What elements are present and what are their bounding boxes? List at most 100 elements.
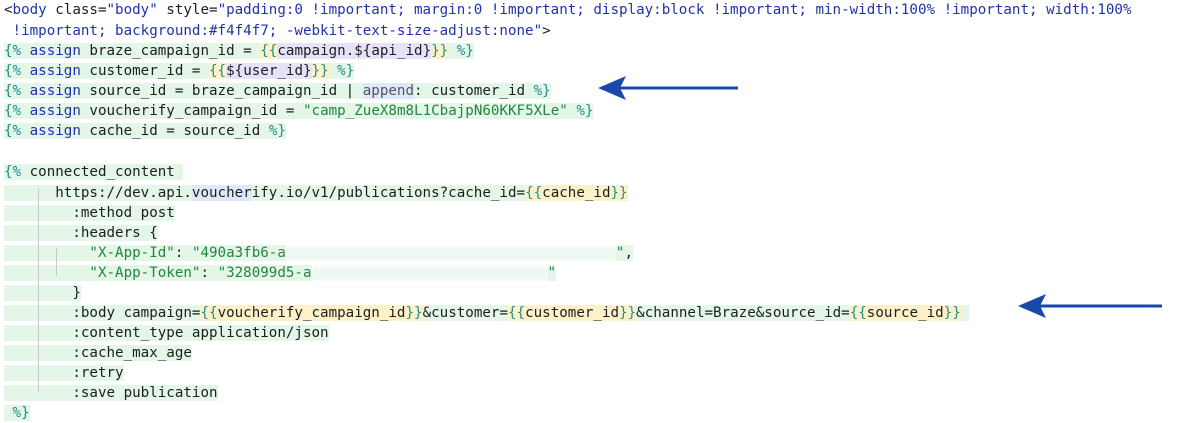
code-token: {% bbox=[4, 63, 22, 79]
code-token: :method post bbox=[4, 205, 175, 221]
code-token: !important; background:#f4f4f7; -webkit-… bbox=[4, 23, 543, 39]
code-token: :retry bbox=[4, 365, 124, 381]
code-token: : bbox=[200, 265, 218, 281]
code-line-13: "X-App-Id": "490a3fb6-a ", bbox=[4, 243, 633, 263]
code-token: braze_campaign_id = bbox=[80, 43, 261, 59]
code-token: }} bbox=[405, 305, 423, 321]
code-line-21: %} bbox=[4, 403, 30, 423]
code-token: : customer_id bbox=[414, 83, 534, 99]
code-token: "490a3fb6-a bbox=[191, 245, 286, 261]
code-token: assign bbox=[21, 63, 81, 79]
code-token: voucherify_campaign_id bbox=[217, 305, 406, 321]
code-token: assign bbox=[21, 43, 81, 59]
code-line-18: :cache_max_age bbox=[4, 343, 192, 363]
code-token: class bbox=[46, 2, 98, 18]
code-token: {% bbox=[4, 43, 22, 59]
code-token: source_id = braze_campaign_id | bbox=[80, 83, 363, 99]
code-token: }} bbox=[431, 43, 449, 59]
code-token: {{ bbox=[508, 305, 526, 321]
code-token: %} bbox=[448, 43, 474, 59]
code-line-4: {% assign customer_id = {{${user_id}}} %… bbox=[4, 61, 355, 81]
code-token: {{ bbox=[209, 63, 227, 79]
indent-guide bbox=[38, 188, 39, 392]
code-token: {{ bbox=[525, 185, 543, 201]
code-token: assign bbox=[21, 103, 81, 119]
code-token: } bbox=[4, 285, 81, 301]
code-line-11: :method post bbox=[4, 203, 175, 223]
indent-guide bbox=[56, 248, 57, 276]
code-token: append bbox=[362, 83, 415, 99]
code-token: "camp_ZueX8m8L1CbajpN60KKF5XLe" bbox=[302, 103, 568, 119]
code-token: {% bbox=[4, 83, 22, 99]
code-line-10: https://dev.api.voucherify.io/v1/publica… bbox=[4, 183, 628, 203]
code-token: %} bbox=[533, 83, 551, 99]
code-token: &customer= bbox=[422, 305, 508, 321]
code-token: source_id bbox=[866, 305, 944, 321]
code-token: = bbox=[97, 2, 107, 18]
code-token: }} bbox=[311, 63, 329, 79]
code-token: &channel=Braze&source_id= bbox=[636, 305, 850, 321]
code-token: ${user_id} bbox=[226, 63, 312, 79]
code-token: :content_type application/json bbox=[4, 325, 329, 341]
code-token: {{ bbox=[849, 305, 867, 321]
code-token: "328099d5-a bbox=[217, 265, 312, 281]
code-line-1: <body class="body" style="padding:0 !imp… bbox=[4, 0, 1132, 20]
code-token: customer_id = bbox=[80, 63, 210, 79]
code-token: :headers { bbox=[4, 225, 158, 241]
code-token: style bbox=[157, 2, 210, 18]
code-token: "X-App-Token" bbox=[4, 265, 201, 281]
code-token: " bbox=[615, 245, 625, 261]
code-line-20: :save publication bbox=[4, 383, 218, 403]
code-token: ify.io/v1/publications?cache_id= bbox=[251, 185, 526, 201]
code-line-15: } bbox=[4, 283, 81, 303]
code-line-2: !important; background:#f4f4f7; -webkit-… bbox=[4, 21, 551, 41]
code-token: %} bbox=[4, 405, 30, 421]
code-line-9: {% connected_content bbox=[4, 162, 184, 182]
code-token: body bbox=[12, 2, 47, 18]
code-line-17: :content_type application/json bbox=[4, 323, 329, 343]
code-token: campaign. bbox=[277, 43, 355, 59]
code-token: }} bbox=[943, 305, 961, 321]
code-line-3: {% assign braze_campaign_id = {{campaign… bbox=[4, 41, 474, 61]
code-line-19: :retry bbox=[4, 363, 124, 383]
code-token: }} bbox=[619, 305, 637, 321]
code-token: ${api_id} bbox=[354, 43, 432, 59]
code-token: {% bbox=[4, 123, 22, 139]
code-line-16: :body campaign= {{ voucherify_campaign_id}… bbox=[4, 303, 970, 323]
code-token: voucherify_campaign_id = bbox=[80, 103, 303, 119]
arrow-source-id-icon bbox=[598, 76, 738, 100]
code-token: assign bbox=[21, 123, 81, 139]
code-line-7: {% assign cache_id = source_id %} bbox=[4, 121, 286, 141]
code-token: " bbox=[547, 265, 557, 281]
code-token: cache_id = source_id bbox=[80, 123, 269, 139]
code-token: "X-App-Id" bbox=[4, 245, 175, 261]
code-token: :body campaign= bbox=[4, 305, 201, 321]
code-token: : bbox=[174, 245, 192, 261]
code-token: = bbox=[209, 2, 218, 18]
redacted-value bbox=[285, 246, 616, 260]
code-line-6: {% assign voucherify_campaign_id = "camp… bbox=[4, 101, 594, 121]
code-line-14: "X-App-Token": "328099d5-a " bbox=[4, 263, 557, 283]
code-token: "padding:0 !important; margin:0 !importa… bbox=[217, 2, 1132, 18]
code-token: }} bbox=[610, 185, 628, 201]
code-line-12: :headers { bbox=[4, 223, 158, 243]
code-token: {% bbox=[4, 164, 22, 180]
code-token: :save publication bbox=[4, 385, 218, 401]
code-token: > bbox=[542, 23, 551, 39]
code-token: %} bbox=[567, 103, 594, 119]
code-token: :cache_max_age bbox=[4, 345, 192, 361]
code-token: connected_content bbox=[21, 164, 184, 180]
code-token: , bbox=[624, 245, 633, 261]
code-token: < bbox=[4, 2, 13, 18]
code-token: {% bbox=[4, 103, 22, 119]
code-token: %} bbox=[268, 123, 286, 139]
code-token: voucher bbox=[191, 185, 252, 201]
code-token: %} bbox=[328, 63, 355, 79]
arrow-body-icon bbox=[1018, 294, 1162, 318]
code-token: assign bbox=[21, 83, 81, 99]
code-line-5: {% assign source_id = braze_campaign_id … bbox=[4, 81, 551, 101]
code-token: https://dev.api. bbox=[4, 185, 192, 201]
code-token: customer_id bbox=[525, 305, 620, 321]
code-token: {{ bbox=[260, 43, 278, 59]
